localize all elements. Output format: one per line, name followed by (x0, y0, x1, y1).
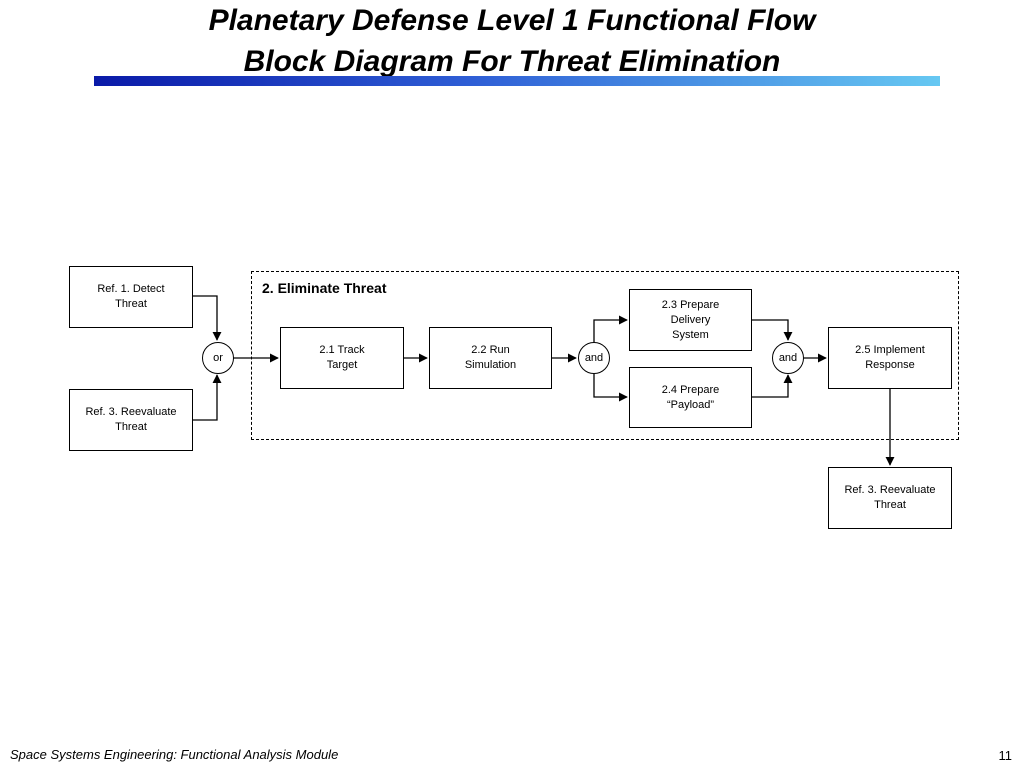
junction-or: or (202, 342, 234, 374)
eliminate-threat-label: 2. Eliminate Threat (262, 280, 387, 296)
arrow-delivery-to-and (752, 319, 793, 341)
block-prepare-delivery-system: 2.3 Prepare Delivery System (629, 289, 752, 351)
block-prepare-payload: 2.4 Prepare “Payload” (629, 367, 752, 428)
footer-module-name: Space Systems Engineering: Functional An… (10, 747, 339, 762)
page-title: Planetary Defense Level 1 Functional Flo… (0, 0, 1024, 82)
footer-page-number: 11 (998, 748, 1013, 763)
title-line-2: Block Diagram For Threat Elimination (243, 45, 781, 78)
arrow-and-to-delivery (593, 315, 628, 342)
title-underline-bar (94, 76, 940, 86)
block-run-simulation: 2.2 Run Simulation (429, 327, 552, 389)
arrow-payload-to-and (752, 374, 793, 398)
junction-and-join: and (772, 342, 804, 374)
block-ref-reevaluate-threat-output: Ref. 3. Reevaluate Threat (828, 467, 952, 529)
block-ref-detect-threat: Ref. 1. Detect Threat (69, 266, 193, 328)
block-ref-reevaluate-threat-input: Ref. 3. Reevaluate Threat (69, 389, 193, 451)
arrow-reevaluate-to-or (192, 374, 222, 421)
junction-and-split: and (578, 342, 610, 374)
arrow-and-to-payload (593, 374, 628, 402)
block-implement-response: 2.5 Implement Response (828, 327, 952, 389)
title-line-1: Planetary Defense Level 1 Functional Flo… (208, 4, 816, 37)
arrow-detect-to-or (192, 295, 222, 341)
eliminate-threat-region (251, 271, 959, 440)
block-track-target: 2.1 Track Target (280, 327, 404, 389)
